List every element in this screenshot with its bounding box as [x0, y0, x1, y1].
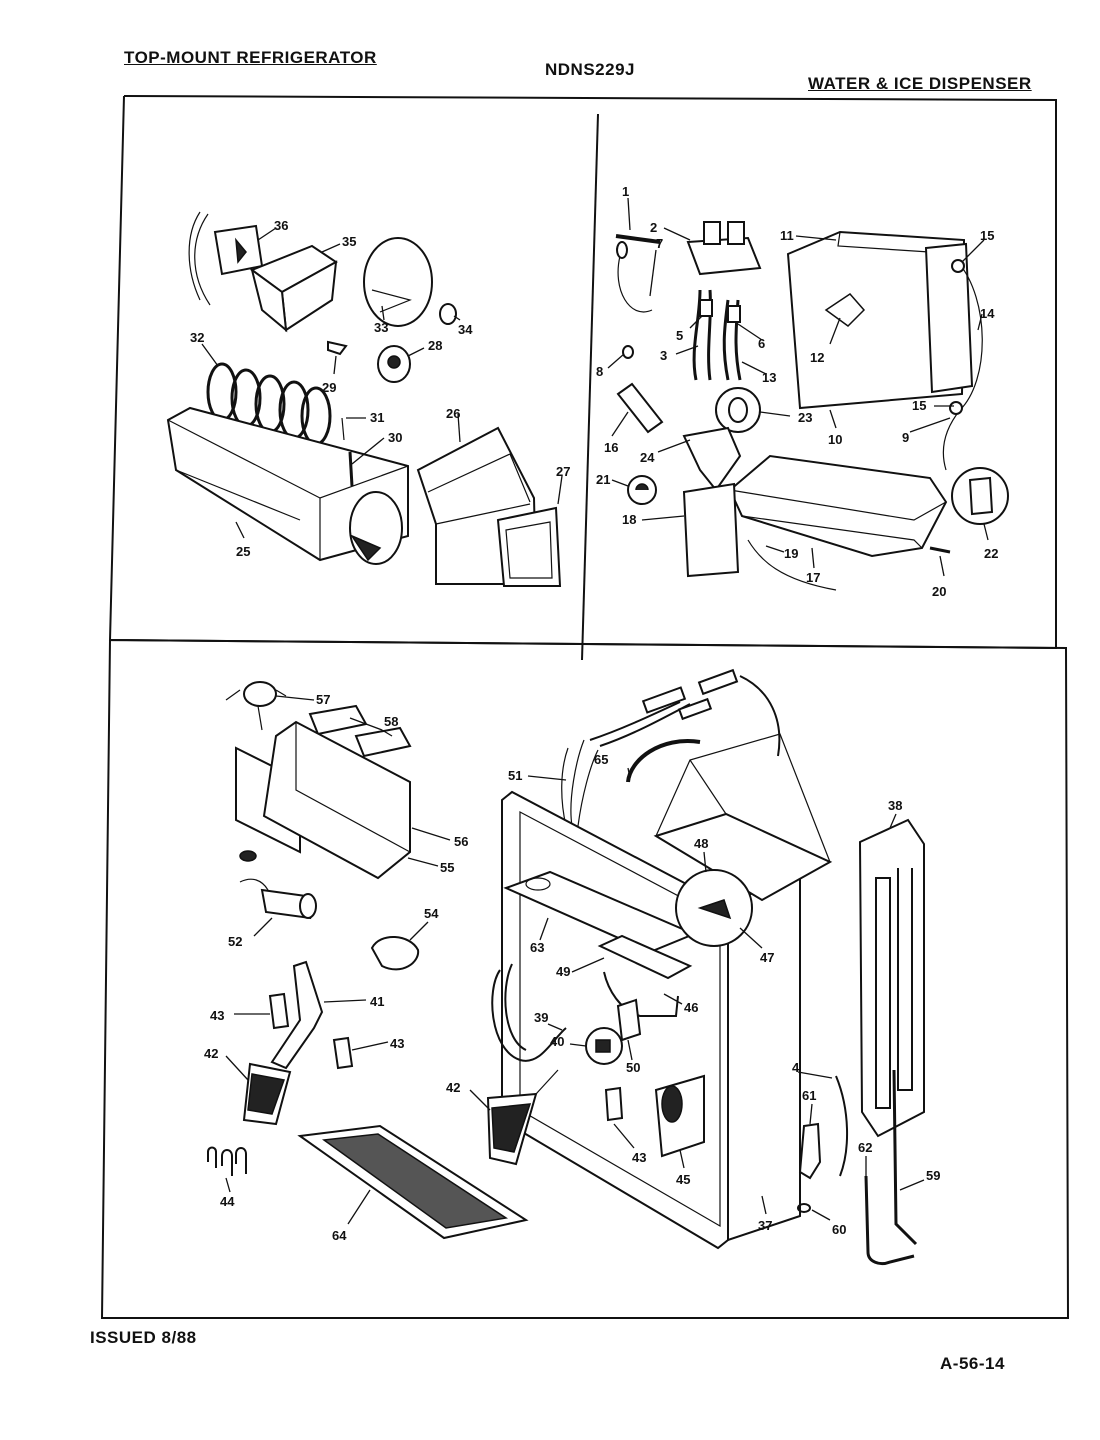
callout-33: 33 [374, 320, 388, 335]
callout-19: 19 [784, 546, 798, 561]
panel-top-left-leaders [201, 227, 563, 539]
dispenser-assembly [207, 668, 925, 1266]
callout-12: 12 [810, 350, 824, 365]
callout-22: 22 [984, 546, 998, 561]
callout-34: 34 [458, 322, 473, 337]
callout-51: 51 [508, 768, 522, 783]
callout-18: 18 [622, 512, 636, 527]
header-title-left: TOP-MOUNT REFRIGERATOR [124, 48, 377, 67]
callout-20: 20 [932, 584, 946, 599]
callout-5: 5 [676, 328, 683, 343]
callout-60: 60 [832, 1222, 846, 1237]
callout-64: 64 [332, 1228, 347, 1243]
panel-top-left-callouts: 36 35 33 34 32 28 29 31 30 26 27 25 [190, 218, 570, 559]
callout-30: 30 [388, 430, 402, 445]
callout-31: 31 [370, 410, 384, 425]
callout-3: 3 [660, 348, 667, 363]
callout-14: 14 [980, 306, 995, 321]
callout-52: 52 [228, 934, 242, 949]
callout-39: 39 [534, 1010, 548, 1025]
callout-40: 40 [550, 1034, 564, 1049]
header-title-right: WATER & ICE DISPENSER [808, 74, 1032, 93]
callout-57: 57 [316, 692, 330, 707]
callout-11: 11 [780, 228, 794, 243]
callout-26: 26 [446, 406, 460, 421]
callout-38: 38 [888, 798, 902, 813]
callout-42-right: 42 [446, 1080, 460, 1095]
callout-48: 48 [694, 836, 708, 851]
callout-9: 9 [902, 430, 909, 445]
callout-59: 59 [926, 1168, 940, 1183]
callout-42-left: 42 [204, 1046, 218, 1061]
footer-page-code: A-56-14 [940, 1354, 1005, 1373]
callout-15-bottom: 15 [912, 398, 926, 413]
callout-13: 13 [762, 370, 776, 385]
callout-43-right: 43 [632, 1150, 646, 1165]
callout-37: 37 [758, 1218, 772, 1233]
callout-41: 41 [370, 994, 384, 1009]
callout-27: 27 [556, 464, 570, 479]
callout-54: 54 [424, 906, 439, 921]
callout-4: 4 [792, 1060, 800, 1075]
callout-1: 1 [622, 184, 629, 199]
panel-top-right-callouts: 1 2 11 15 7 14 12 5 6 8 3 13 15 9 10 23 … [596, 184, 998, 599]
callout-50: 50 [626, 1060, 640, 1075]
callout-8: 8 [596, 364, 603, 379]
panel-frames [100, 95, 1070, 1319]
callout-23: 23 [798, 410, 812, 425]
callout-43-left: 43 [210, 1008, 224, 1023]
callout-2: 2 [650, 220, 657, 235]
callout-7: 7 [656, 236, 663, 251]
callout-46: 46 [684, 1000, 698, 1015]
callout-58: 58 [384, 714, 398, 729]
callout-36: 36 [274, 218, 288, 233]
ice-bin-assembly [166, 211, 562, 587]
callout-65: 65 [594, 752, 608, 767]
callout-21: 21 [596, 472, 610, 487]
callout-63: 63 [530, 940, 544, 955]
panel-bottom-callouts: 57 58 51 65 38 56 55 48 52 54 63 47 49 4… [204, 692, 940, 1243]
callout-29: 29 [322, 380, 336, 395]
callout-16: 16 [604, 440, 618, 455]
callout-55: 55 [440, 860, 454, 875]
panel-top-right-leaders [607, 197, 989, 577]
callout-17: 17 [806, 570, 820, 585]
callout-24: 24 [640, 450, 655, 465]
callout-45: 45 [676, 1172, 690, 1187]
callout-28: 28 [428, 338, 442, 353]
header-model-number: NDNS229J [545, 60, 635, 79]
callout-62: 62 [858, 1140, 872, 1155]
callout-43-middle: 43 [390, 1036, 404, 1051]
callout-10: 10 [828, 432, 842, 447]
callout-56: 56 [454, 834, 468, 849]
callout-47: 47 [760, 950, 774, 965]
callout-15-top: 15 [980, 228, 994, 243]
callout-49: 49 [556, 964, 570, 979]
callout-35: 35 [342, 234, 356, 249]
icemaker-assembly [615, 221, 1009, 591]
callout-61: 61 [802, 1088, 816, 1103]
callout-6: 6 [758, 336, 765, 351]
callout-44: 44 [220, 1194, 235, 1209]
panel-bottom-leaders [225, 695, 925, 1225]
callout-25: 25 [236, 544, 250, 559]
callout-32: 32 [190, 330, 204, 345]
footer-issued-date: ISSUED 8/88 [90, 1328, 197, 1347]
